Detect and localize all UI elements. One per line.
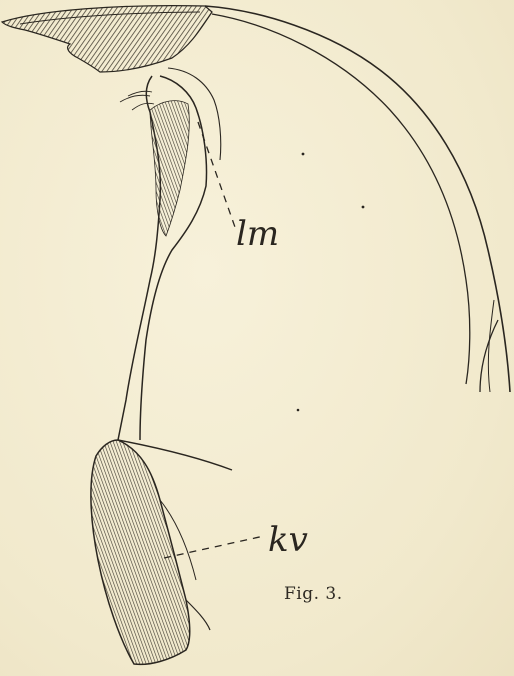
kv-leader-line [164,536,264,558]
outer-wall-line [205,6,510,392]
striated-muscle-band [150,101,189,236]
lower-valve-outline [91,440,190,664]
label-lm: lm [236,214,279,254]
upper-hatched-plate [2,6,212,72]
lm-leader-line [198,122,236,230]
label-kv: kv [268,520,308,560]
figure-caption: Fig. 3. [284,584,343,604]
